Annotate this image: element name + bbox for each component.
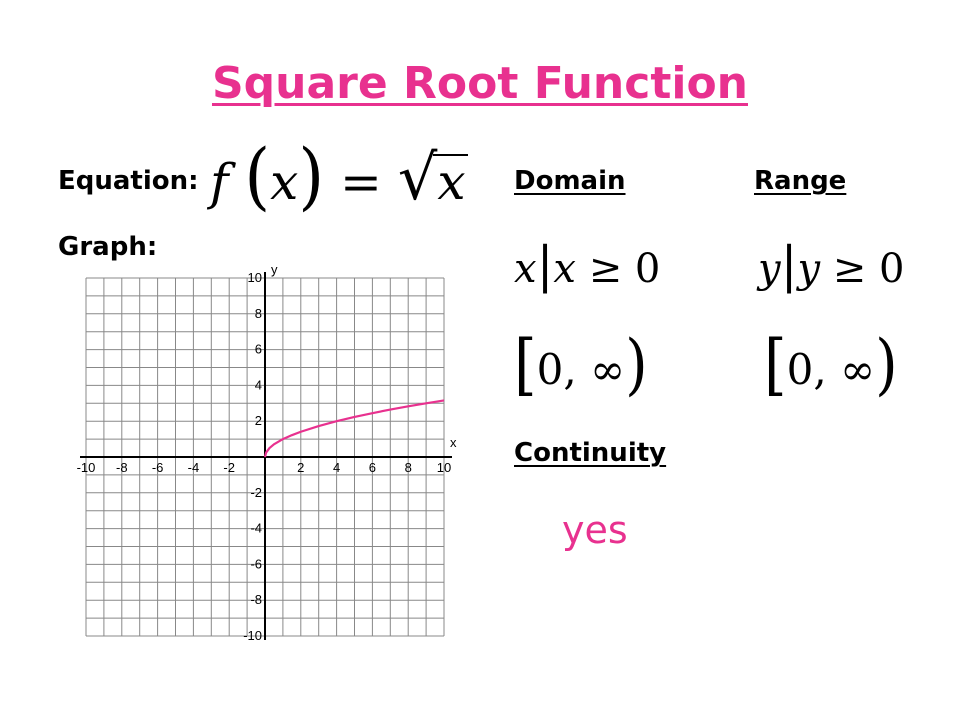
range-bar: | [780,236,798,294]
x-tick-label: -2 [223,460,235,475]
equation-f: f [210,153,229,211]
y-tick-label: 4 [255,377,262,392]
slide-title: Square Root Function [211,58,748,109]
y-tick-label: 8 [255,306,262,321]
curves [263,399,445,458]
range-label: Range [754,166,847,196]
equation-label: Equation: [58,166,199,196]
range-cond-var: y [797,246,821,292]
equation-x: x [270,153,299,211]
x-tick-label: -6 [152,460,164,475]
range-cond: ≥ 0 [820,246,905,292]
y-tick-label: -10 [243,628,262,643]
y-tick-label: 2 [255,413,262,428]
y-tick-label: -4 [250,521,262,536]
domain-cond-var: x [553,246,576,292]
x-tick-label: -8 [116,460,128,475]
range-interval-open: [ [764,324,787,404]
x-axis-label: x [450,435,457,450]
continuity-label: Continuity [514,438,667,468]
equation-paren-open: ( [244,134,271,219]
radical-sign: √ [397,141,438,214]
y-tick-label: -6 [250,556,262,571]
x-tick-label: -4 [188,460,200,475]
x-tick-label: 2 [297,460,304,475]
y-tick-label: -2 [250,485,262,500]
radicand-x: x [433,154,468,209]
range-interval-close: ) [875,324,898,404]
x-tick-label: 10 [437,460,451,475]
equation-equals: = [340,153,382,211]
range-interval-body: 0, ∞ [786,345,876,394]
range-var: y [758,246,781,292]
continuity-value: yes [562,508,628,552]
domain-set-builder: x|x ≥ 0 [514,236,660,294]
domain-var: x [514,246,537,292]
y-tick-label: -8 [250,592,262,607]
domain-label: Domain [514,166,626,196]
x-tick-label: -10 [77,460,96,475]
y-tick-label: 10 [248,270,262,285]
range-interval: [0, ∞) [764,325,898,403]
equation-formula: f (x) = √x [210,134,468,219]
square-root-graph: -10 -8 -6 -4 -2 2 4 6 8 10 -10 -8 -6 -4 -2 2 4 6 8 10 x y [77,262,457,643]
domain-interval-close: ) [625,324,648,404]
domain-bar: | [536,236,554,294]
equation-sqrt: √x [398,141,468,214]
tick-labels: -10 -8 -6 -4 -2 2 4 6 8 10 -10 -8 -6 -4 -2 2 4 6 8 10 [77,270,452,643]
x-tick-label: 8 [405,460,412,475]
domain-interval-open: [ [514,324,537,404]
x-tick-label: 6 [369,460,376,475]
x-tick-label: 4 [333,460,340,475]
range-set-builder: y|y ≥ 0 [758,236,904,294]
y-tick-label: 6 [255,342,262,357]
curve-sqrt [263,399,445,458]
y-axis-label: y [271,262,278,277]
graph-label: Graph: [58,232,158,262]
domain-cond: ≥ 0 [575,246,661,292]
equation-paren-close: ) [298,134,325,219]
domain-interval-body: 0, ∞ [536,345,626,394]
domain-interval: [0, ∞) [514,325,648,403]
